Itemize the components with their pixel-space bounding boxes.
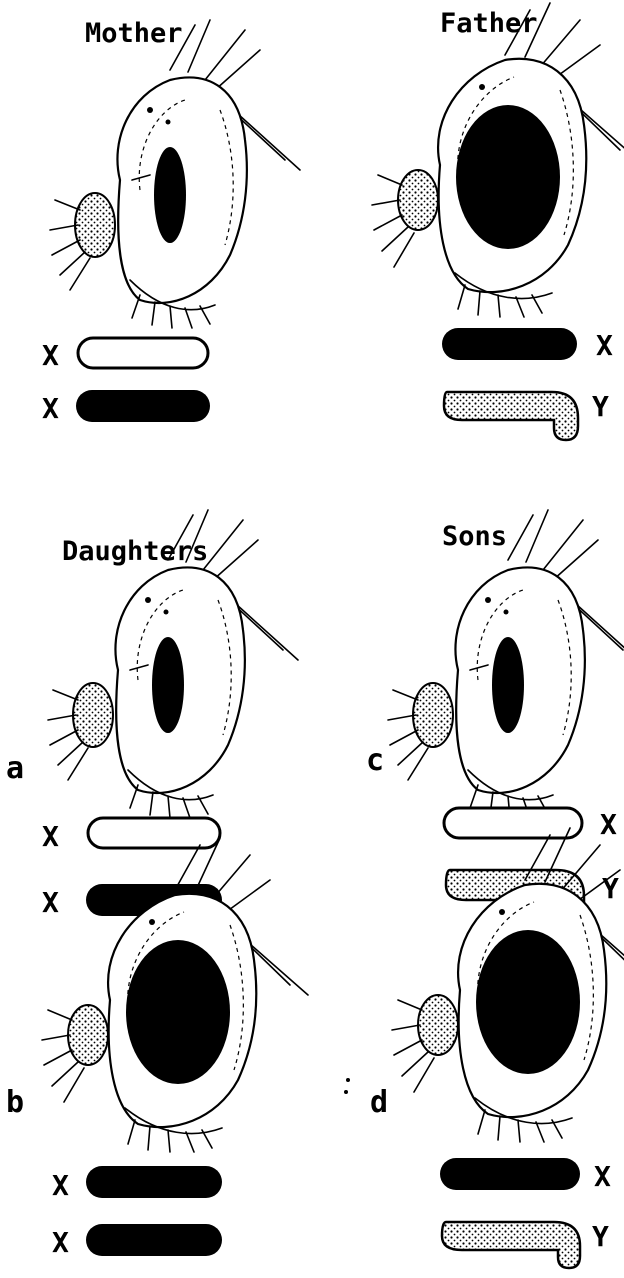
father-chr-label-y: Y: [592, 390, 609, 423]
mother-chr-label-1: X: [42, 339, 59, 372]
father-y-chromosome: [444, 392, 578, 440]
daughter-a-letter: a: [6, 751, 24, 786]
father-x-chromosome: [442, 328, 577, 360]
mother-fly-narrow-eye: [50, 20, 300, 328]
daughter-b-letter: b: [6, 1085, 24, 1120]
son-c-x-chromosome-normal: [444, 808, 582, 838]
sons-title: Sons: [442, 521, 507, 552]
son-d-chr-label-y: Y: [592, 1220, 609, 1253]
daughter-b-x-chromosome-1: [86, 1166, 222, 1198]
stray-dot-1: [346, 1078, 350, 1082]
sons-panel: Sons c X Y d X Y: [344, 510, 624, 1268]
son-d-chr-label-x: X: [594, 1160, 611, 1193]
son-d-y-chromosome: [442, 1222, 580, 1268]
son-d-x-chromosome: [440, 1158, 580, 1190]
daughters-panel: Daughters a X X b X X: [6, 510, 308, 1259]
daughter-b-chr-label-2: X: [52, 1226, 69, 1259]
daughter-b-x-chromosome-2: [86, 1224, 222, 1256]
son-c-fly-narrow-eye: [388, 510, 624, 818]
daughter-a-chr-label-1: X: [42, 820, 59, 853]
mother-chr-label-2: X: [42, 392, 59, 425]
son-c-letter: c: [366, 743, 384, 778]
mother-title: Mother: [85, 18, 183, 49]
mother-x-chromosome-bar: [76, 390, 210, 422]
daughter-a-chr-label-2: X: [42, 886, 59, 919]
mother-x-chromosome-normal: [78, 338, 208, 368]
son-c-chr-label-x: X: [600, 808, 617, 841]
stray-dot-2: [344, 1090, 348, 1094]
daughter-b-chr-label-1: X: [52, 1169, 69, 1202]
father-fly-wide-eye: [372, 3, 624, 317]
father-panel: Father X Y: [372, 3, 624, 440]
son-d-letter: d: [370, 1085, 388, 1120]
daughter-a-x-chromosome-normal: [88, 818, 220, 848]
father-chr-label-x: X: [596, 329, 613, 362]
mother-panel: Mother X X: [42, 18, 300, 425]
